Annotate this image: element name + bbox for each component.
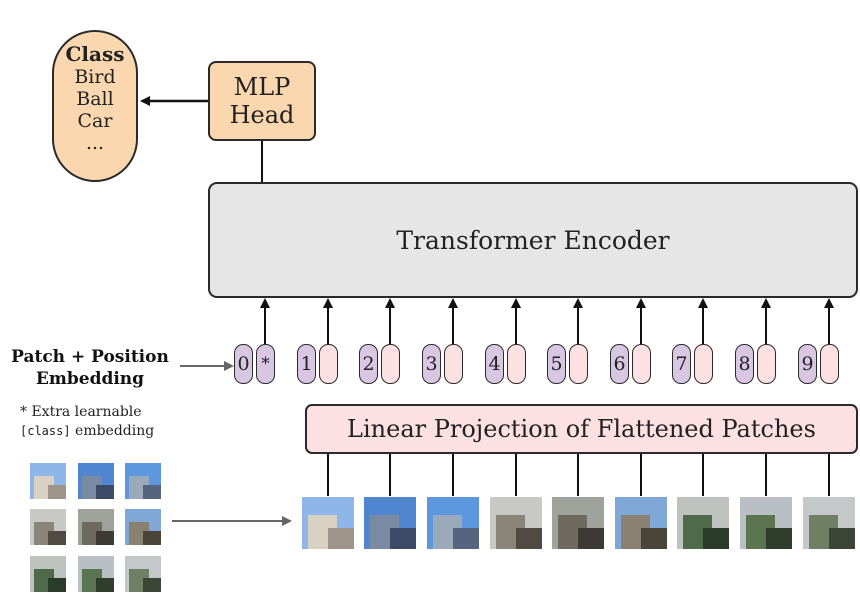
grid-patch-9 [125,556,161,592]
position-embedding-1: 1 [297,344,316,384]
extra-class-note: * Extra learnable [class] embedding [20,403,154,441]
extra-note-line1: * Extra learnable [20,404,142,420]
class-output-box: Class Bird Ball Car ... [52,30,138,182]
mlp-head-box: MLP Head [208,61,316,141]
patch-position-label: Patch + Position Embedding [4,346,176,390]
position-embedding-7: 7 [672,344,691,384]
grid-patch-8 [78,556,114,592]
flattened-patch-5 [552,497,604,549]
grid-patch-4 [30,509,66,545]
class-item-ellipsis: ... [85,132,105,154]
patch-embedding-3 [444,344,463,384]
mlp-head-line2: Head [229,101,295,129]
position-embedding-5: 5 [547,344,566,384]
class-token-embedding: * [256,344,275,384]
position-embedding-9: 9 [798,344,817,384]
position-embedding-6: 6 [610,344,629,384]
class-code: [class] [20,424,71,438]
patch-embedding-6 [632,344,651,384]
transformer-encoder-box: Transformer Encoder [208,182,858,298]
class-item-ball: Ball [76,88,114,110]
patch-embedding-2 [381,344,400,384]
position-embedding-8: 8 [735,344,754,384]
patch-position-line2: Embedding [35,369,145,389]
grid-patch-5 [78,509,114,545]
grid-patch-3 [125,463,161,499]
extra-note-line2: [class] embedding [20,422,154,441]
grid-patch-2 [78,463,114,499]
flattened-patch-2 [364,497,416,549]
grid-patch-1 [30,463,66,499]
patch-embedding-9 [820,344,839,384]
position-embedding-4: 4 [485,344,504,384]
flattened-patch-8 [740,497,792,549]
class-title: Class [65,42,125,66]
linear-projection-box: Linear Projection of Flattened Patches [305,404,858,454]
linear-projection-label: Linear Projection of Flattened Patches [347,415,816,443]
flattened-patch-3 [427,497,479,549]
patch-embedding-8 [757,344,776,384]
flattened-patch-7 [677,497,729,549]
position-embedding-3: 3 [422,344,441,384]
mlp-head-line1: MLP [233,73,291,101]
flattened-patch-9 [803,497,855,549]
position-embedding-2: 2 [359,344,378,384]
class-item-car: Car [77,110,113,132]
flattened-patch-6 [615,497,667,549]
transformer-encoder-label: Transformer Encoder [396,225,670,255]
position-embedding-0: 0 [234,344,253,384]
patch-embedding-4 [507,344,526,384]
patch-embedding-5 [569,344,588,384]
flattened-patch-4 [490,497,542,549]
grid-patch-6 [125,509,161,545]
patch-embedding-1 [319,344,338,384]
patch-embedding-7 [694,344,713,384]
extra-note-suffix: embedding [70,423,155,439]
flattened-patch-1 [302,497,354,549]
grid-patch-7 [30,556,66,592]
class-item-bird: Bird [74,66,116,88]
patch-position-line1: Patch + Position [11,347,169,367]
